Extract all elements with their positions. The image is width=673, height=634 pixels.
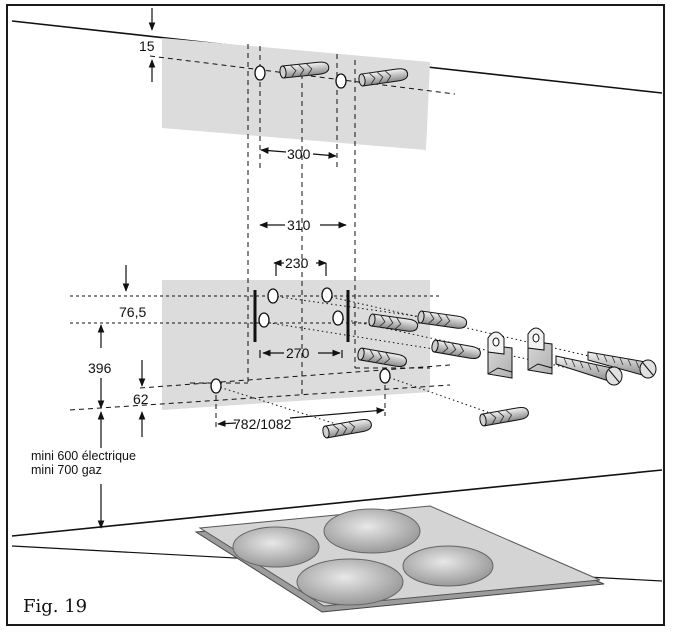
- hole-mid-left: [258, 312, 270, 328]
- wall-plugs: [279, 61, 529, 439]
- burner-front-right: [402, 545, 494, 587]
- burner-back-right: [323, 508, 421, 554]
- hole-low-left: [210, 378, 222, 394]
- min-height-gas: mini 700 gaz: [31, 463, 102, 477]
- burner-back-left: [232, 526, 320, 568]
- wall-plug-icon: [368, 313, 419, 332]
- dimension-arrows: [97, 8, 385, 529]
- hole-mid-right: [332, 310, 344, 326]
- dim-inner-spacing: 230: [285, 255, 309, 271]
- bracket-right-icon: [527, 327, 553, 375]
- figure-caption: Fig. 19: [23, 596, 88, 617]
- dim-width: 782/1082: [233, 416, 292, 432]
- hood-brackets: [253, 290, 350, 342]
- screw-left-icon: [555, 355, 623, 386]
- wall-plug-icon: [431, 339, 481, 360]
- wall-plug-icon: [479, 406, 529, 427]
- wall-plug-icon: [417, 310, 468, 329]
- hole-top-right: [335, 73, 347, 89]
- wall-plug-icon: [357, 347, 407, 368]
- dim-top-gap: 15: [139, 38, 155, 54]
- hole-upper-right: [321, 287, 333, 303]
- hole-top-left: [254, 65, 266, 81]
- dim-bottom-offset: 62: [133, 391, 149, 407]
- wall-plug-icon: [358, 68, 409, 87]
- wall-plug-icon: [279, 61, 330, 79]
- hole-upper-left: [267, 288, 279, 304]
- burner-front-left: [296, 558, 404, 606]
- cooktop-icon: [194, 505, 605, 613]
- mounting-holes: [210, 65, 391, 394]
- dim-height: 396: [88, 360, 112, 376]
- bracket-left-icon: [487, 331, 513, 379]
- dim-outer-spacing: 310: [287, 217, 311, 233]
- screw-right-icon: [587, 351, 657, 379]
- lower-wall-panel: [162, 280, 430, 410]
- dim-lower-spacing: 270: [286, 345, 310, 361]
- dim-offset: 76,5: [119, 304, 146, 320]
- dim-top-spacing: 300: [287, 146, 311, 162]
- hole-low-right: [379, 368, 391, 384]
- min-height-electric: mini 600 électrique: [31, 449, 136, 463]
- wall-plug-icon: [322, 418, 372, 439]
- upper-wall-panel: [162, 38, 430, 150]
